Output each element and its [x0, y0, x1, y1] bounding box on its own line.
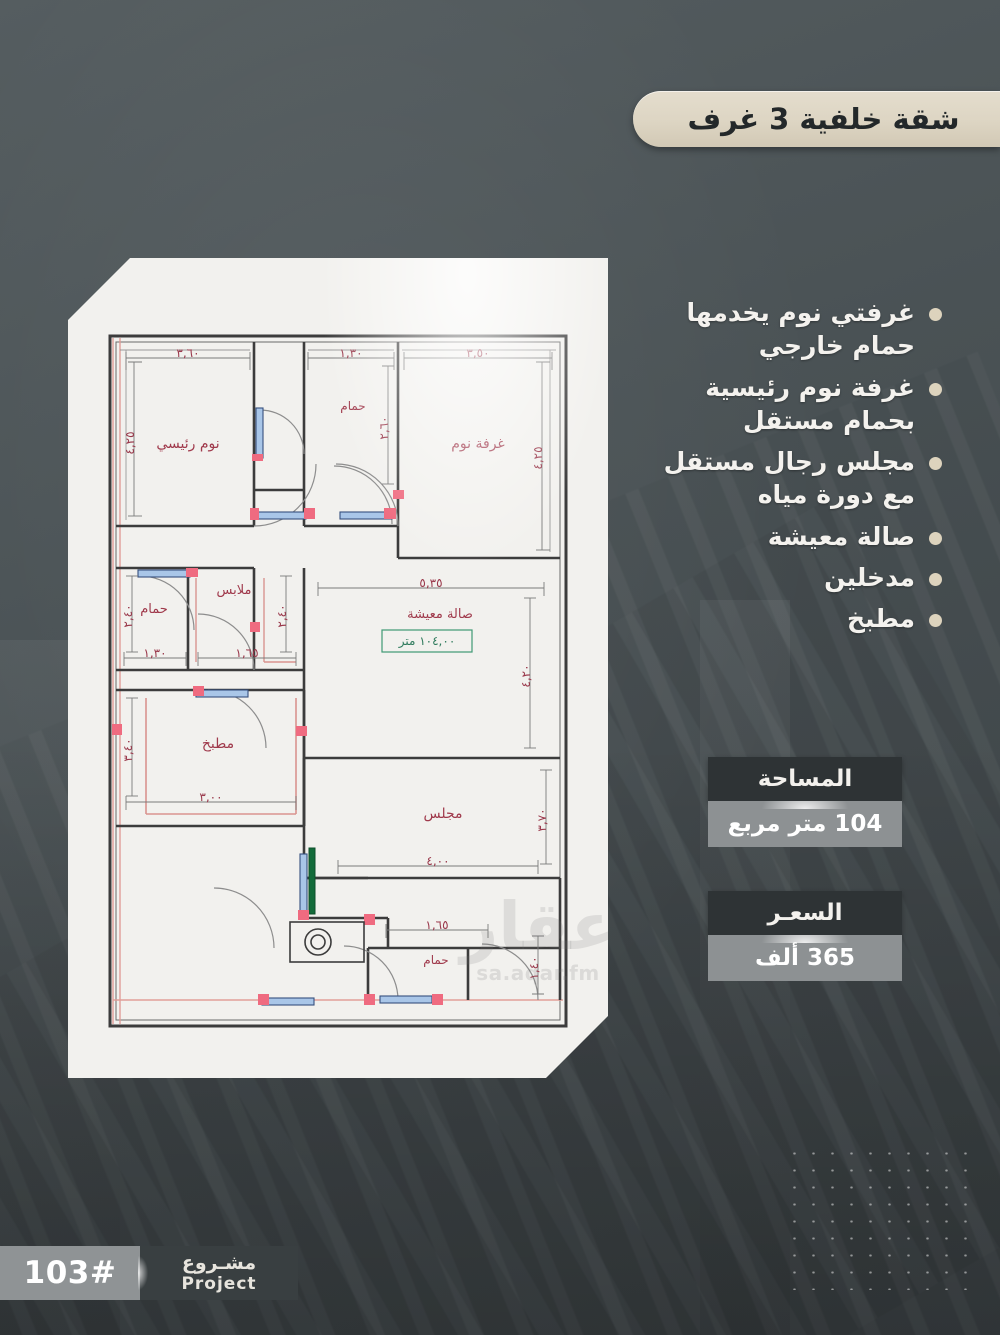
- bullet-icon: [929, 572, 942, 586]
- total-area-value: ١٠٤,٠٠ متر: [398, 634, 456, 649]
- bullet-icon: [929, 382, 942, 396]
- feature-label: مجلس رجال مستقل مع دورة مياه: [663, 447, 915, 510]
- project-label: مشـروع Project: [140, 1246, 298, 1300]
- feature-label: غرفتي نوم يخدمها حمام خارجي: [686, 298, 915, 361]
- features-list: غرفتي نوم يخدمها حمام خارجي غرفة نوم رئي…: [642, 296, 942, 643]
- kitchen-counter: [145, 698, 297, 815]
- footer-bar: 103# مشـروع Project: [0, 1246, 298, 1300]
- feature-item: صالة معيشة: [642, 520, 942, 553]
- dim-top-bath: ١,٣٠: [339, 346, 362, 360]
- plan-inner-offsets: [120, 349, 556, 552]
- price-card-label: السعـر: [708, 891, 902, 935]
- dim-wc: ١,٦٥: [425, 918, 448, 932]
- dim-majlis-v: ٣,٧٠: [535, 808, 549, 831]
- plan-interior-walls: [116, 342, 562, 1000]
- dim-right-bedroom: ٤,٢٥: [531, 446, 545, 469]
- total-area-badge: ١٠٤,٠٠ متر: [381, 629, 473, 653]
- page-title: شقة خلفية 3 غرف: [687, 102, 960, 136]
- dim-bath-left-v: ٢,٤٠: [121, 604, 135, 627]
- room-label-living: صالة معيشة: [407, 607, 473, 622]
- washing-machine-fixture: [289, 921, 365, 963]
- bullet-icon: [929, 308, 942, 321]
- dim-top-master: ٣,٦٠: [176, 346, 199, 360]
- door-swing-arcs: [139, 409, 539, 1001]
- bullet-icon: [929, 531, 942, 545]
- dressing-counter: [195, 578, 296, 663]
- area-info-card: المساحة 104 متر مربع: [708, 757, 902, 847]
- bullet-icon: [929, 457, 942, 470]
- dim-top-bedroom: ٣,٥٠: [466, 346, 489, 360]
- price-card-value: 365 ألف: [708, 935, 902, 981]
- room-label-bedroom: غرفة نوم: [451, 436, 505, 452]
- project-number: 103#: [0, 1246, 140, 1300]
- feature-item: غرفتي نوم يخدمها حمام خارجي: [642, 296, 942, 363]
- dim-living-v: ٤,٢٠: [519, 664, 533, 687]
- bullet-icon: [929, 614, 942, 627]
- floor-plan-drawing: ٣,٦٠ ١,٣٠ ٣,٥٠ ١,٣٠ ١,٦٥ ٣,٠٠ ٥,٣٥ ٤,٠٠ …: [108, 334, 568, 1028]
- feature-item: غرفة نوم رئيسية بحمام مستقل: [642, 371, 942, 438]
- feature-item: مجلس رجال مستقل مع دورة مياه: [642, 445, 942, 512]
- area-card-value: 104 متر مربع: [708, 801, 902, 847]
- dim-majlis: ٤,٠٠: [426, 854, 449, 868]
- dim-kitchen: ٣,٠٠: [199, 790, 222, 804]
- project-label-en: Project: [181, 1274, 257, 1294]
- room-labels: نوم رئيسي غرفة نوم حمام حمام ملابس مطبخ …: [140, 399, 505, 967]
- area-card-label: المساحة: [708, 757, 902, 801]
- dim-bath-mid: ٢,٦٠: [377, 416, 391, 439]
- feature-label: غرفة نوم رئيسية بحمام مستقل: [705, 372, 915, 435]
- feature-item: مدخلين: [642, 561, 942, 594]
- room-label-wc: حمام: [423, 953, 448, 967]
- plan-outer-walls: [108, 334, 568, 1028]
- header-title-badge: شقة خلفية 3 غرف: [633, 91, 1000, 147]
- dot-grid-decoration: [782, 1142, 970, 1290]
- dim-left-master: ٤,٢٥: [123, 431, 137, 454]
- dim-kitchen-v: ٣,٤٠: [121, 738, 135, 761]
- room-label-master-bedroom: نوم رئيسي: [156, 436, 219, 452]
- room-label-bath-left: حمام: [140, 602, 168, 617]
- wall-openings: [112, 454, 443, 1005]
- room-label-bath-ensuite: حمام: [340, 399, 365, 413]
- feature-item: مطبخ: [642, 602, 942, 635]
- dim-bath-left: ١,٣٠: [143, 646, 166, 660]
- dim-living: ٥,٣٥: [419, 576, 442, 590]
- feature-label: صالة معيشة: [767, 521, 915, 551]
- feature-label: مدخلين: [824, 562, 915, 592]
- feature-label: مطبخ: [846, 604, 915, 633]
- price-info-card: السعـر 365 ألف: [708, 891, 902, 981]
- dimension-lines: [123, 352, 553, 995]
- dim-dressing-v: ٢,٤٠: [275, 604, 289, 627]
- dim-dressing: ١,٦٥: [235, 646, 258, 660]
- plan-outer-edge-accent: [112, 338, 563, 1024]
- project-label-ar: مشـروع: [181, 1252, 257, 1274]
- dimension-labels: ٣,٦٠ ١,٣٠ ٣,٥٠ ١,٣٠ ١,٦٥ ٣,٠٠ ٥,٣٥ ٤,٠٠ …: [121, 346, 549, 980]
- room-label-dressing: ملابس: [217, 583, 252, 598]
- room-label-kitchen: مطبخ: [202, 736, 234, 752]
- floor-plan-card: ٣,٦٠ ١,٣٠ ٣,٥٠ ١,٣٠ ١,٦٥ ٣,٠٠ ٥,٣٥ ٤,٠٠ …: [68, 258, 608, 1078]
- room-label-majlis: مجلس: [423, 806, 462, 822]
- dim-wc-v: ١,٤٠: [527, 956, 541, 979]
- door-leaves: [137, 407, 433, 1006]
